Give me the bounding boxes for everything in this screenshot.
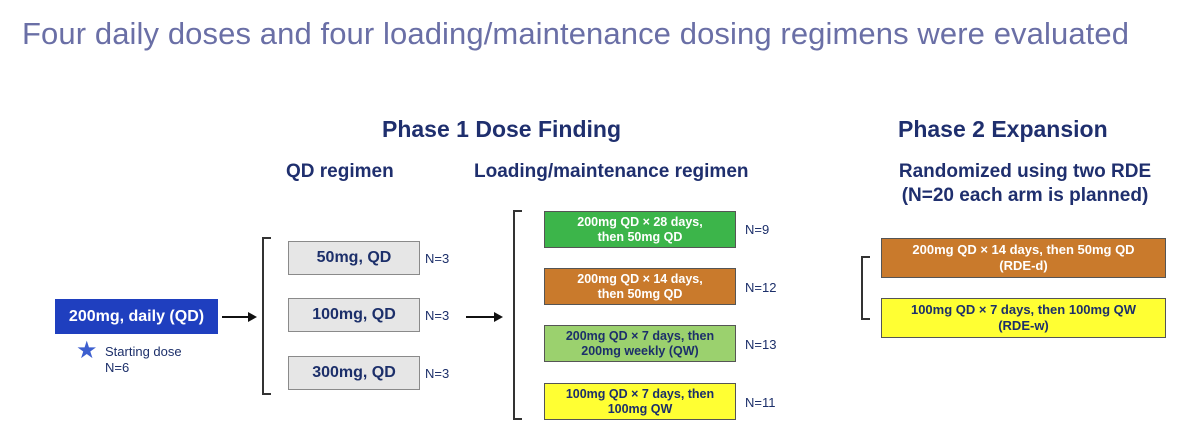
phase2-title: Phase 2 Expansion <box>898 116 1108 142</box>
phase2-subtitle-line2: (N=20 each arm is planned) <box>901 185 1149 206</box>
qd-regimen-header: QD regimen <box>286 161 394 182</box>
phase2-arm-rde-w: 100mg QD × 7 days, then 100mg QW(RDE-w) <box>881 298 1166 338</box>
lm-arm-1-line2: then 50mg QD <box>597 229 683 244</box>
arrow-head-icon <box>494 312 503 322</box>
lm-arm-1-line1: 200mg QD × 28 days, <box>577 214 703 229</box>
phase2-bracket <box>861 256 870 320</box>
qd-arm-100: 100mg, QD <box>288 298 420 332</box>
lm-arm-2-n: N=12 <box>745 280 777 295</box>
lm-bracket <box>513 210 522 420</box>
lm-arm-4-n: N=11 <box>745 395 776 410</box>
star-icon: ★ <box>76 337 98 364</box>
lm-arm-3-line1: 200mg QD × 7 days, then <box>565 328 715 343</box>
lm-arm-1-n: N=9 <box>745 222 770 237</box>
lm-arm-4-line2: 100mg QW <box>607 401 673 416</box>
starting-dose-caption: Starting dose N=6 <box>105 344 182 376</box>
lm-arm-3-line2: 200mg weekly (QW) <box>581 343 699 358</box>
phase2-arm-rde-w-line1: 100mg QD × 7 days, then 100mg QW <box>910 302 1137 317</box>
starting-dose-box: 200mg, daily (QD) <box>55 299 218 334</box>
starting-dose-n: N=6 <box>105 360 130 375</box>
lm-arm-3-n: N=13 <box>745 337 777 352</box>
phase2-subtitle: Randomized using two RDE (N=20 each arm … <box>862 160 1188 208</box>
arrow-head-icon <box>248 312 257 322</box>
starting-dose-label: Starting dose <box>105 344 182 359</box>
lm-arm-2: 200mg QD × 14 days,then 50mg QD <box>544 268 736 305</box>
qd-arm-300-n: N=3 <box>425 366 450 381</box>
arrow-qd-to-lm <box>466 316 496 318</box>
lm-arm-1: 200mg QD × 28 days,then 50mg QD <box>544 211 736 248</box>
lm-arm-2-line1: 200mg QD × 14 days, <box>577 271 703 286</box>
lm-arm-4-line1: 100mg QD × 7 days, then <box>565 386 715 401</box>
qd-arm-300: 300mg, QD <box>288 356 420 390</box>
qd-bracket <box>262 237 271 395</box>
loading-maintenance-header: Loading/maintenance regimen <box>474 161 749 182</box>
arrow-start-to-qd <box>222 316 250 318</box>
lm-arm-2-line2: then 50mg QD <box>597 286 683 301</box>
phase2-arm-rde-d-line2: (RDE-d) <box>999 258 1048 273</box>
slide-title: Four daily doses and four loading/mainte… <box>22 16 1130 51</box>
phase2-subtitle-line1: Randomized using two RDE <box>898 161 1152 182</box>
phase1-title: Phase 1 Dose Finding <box>382 116 621 142</box>
phase2-arm-rde-w-line2: (RDE-w) <box>998 318 1049 333</box>
qd-arm-50: 50mg, QD <box>288 241 420 275</box>
qd-arm-100-n: N=3 <box>425 308 450 323</box>
qd-arm-50-n: N=3 <box>425 251 450 266</box>
phase2-arm-rde-d-line1: 200mg QD × 14 days, then 50mg QD <box>912 242 1135 257</box>
phase2-arm-rde-d: 200mg QD × 14 days, then 50mg QD(RDE-d) <box>881 238 1166 278</box>
